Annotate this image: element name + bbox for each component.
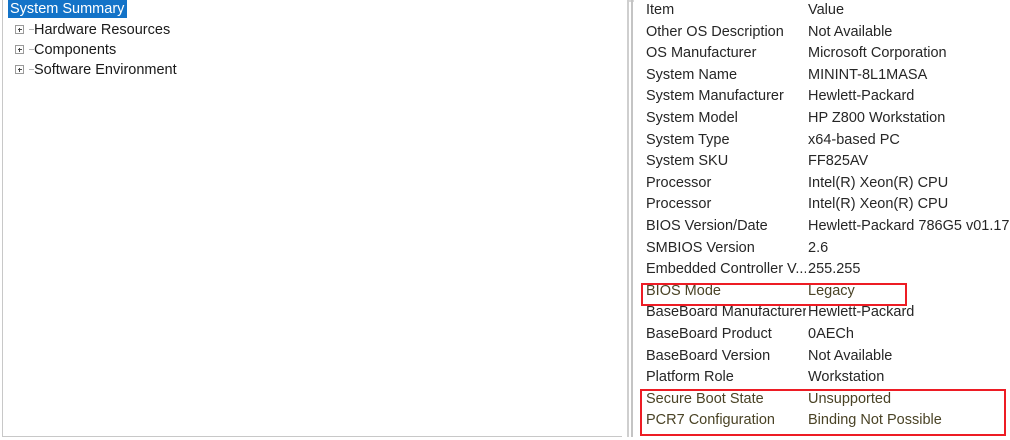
tree-item-label[interactable]: Components — [34, 42, 117, 59]
row-value: Not Available — [808, 23, 893, 40]
row-value: Not Available — [808, 347, 893, 364]
row-item-label: Embedded Controller V... — [646, 261, 806, 278]
row-item-label: SMBIOS Version — [646, 239, 755, 256]
splitter-cap — [627, 0, 634, 2]
row-value-primary: Intel(R) Xeon(R) CPU — [808, 174, 949, 191]
table-row[interactable]: Processor Intel(R) Xeon(R) CPUE5506 — [636, 173, 1010, 195]
row-value: FF825AV — [808, 153, 869, 170]
row-value: Intel(R) Xeon(R) CPUE5506 — [808, 173, 1010, 195]
row-value: Microsoft Corporation — [808, 45, 947, 62]
row-value: Intel(R) Xeon(R) CPUE5506 — [808, 194, 1010, 216]
plus-box-icon[interactable] — [15, 24, 24, 34]
tree-connector-line — [29, 28, 34, 30]
row-item-label: System SKU — [646, 153, 729, 170]
plus-box-icon[interactable] — [15, 44, 24, 54]
table-row[interactable]: System SKU FF825AV — [636, 151, 1010, 173]
row-value: Workstation — [808, 369, 885, 386]
row-value: 255.255 — [808, 261, 861, 278]
table-row[interactable]: BIOS Version/Date Hewlett-Packard 786G5 v… — [636, 216, 1010, 238]
splitter-line-right — [631, 0, 633, 437]
row-value: Hewlett-Packard — [808, 304, 915, 321]
table-row[interactable]: OS Manufacturer Microsoft Corporation — [636, 43, 1010, 65]
row-value: Unsupported — [808, 390, 892, 407]
table-row[interactable]: System Name MININT-8L1MASA — [636, 65, 1010, 87]
row-value: x64-based PC — [808, 131, 900, 148]
plus-box-icon[interactable] — [15, 64, 24, 74]
panel-splitter[interactable] — [622, 0, 636, 437]
row-item-label: Secure Boot State — [646, 390, 764, 407]
table-row[interactable]: Embedded Controller V...255.255 — [636, 259, 1010, 281]
table-row[interactable]: BIOS Mode Legacy — [636, 281, 1010, 303]
tree-connector-line — [29, 48, 34, 50]
tree-item-hardware-resources[interactable]: Hardware Resources — [3, 20, 622, 40]
tree-item-components[interactable]: Components — [3, 40, 622, 60]
tree-item-software-environment[interactable]: Software Environment — [3, 60, 622, 80]
row-item-label: BaseBoard Version — [646, 347, 771, 364]
row-item-label: Platform Role — [646, 369, 734, 386]
row-item-label: BIOS Mode — [646, 282, 721, 299]
table-row[interactable]: SMBIOS Version 2.6 — [636, 238, 1010, 260]
row-value: Legacy — [808, 282, 855, 299]
row-item-label: Processor — [646, 174, 712, 191]
row-item-label: BaseBoard Manufacturer — [646, 304, 806, 321]
tree-item-label[interactable]: System Summary — [8, 0, 128, 19]
table-row[interactable]: BaseBoard Product 0AECh — [636, 324, 1010, 346]
table-row[interactable]: Processor Intel(R) Xeon(R) CPUE5506 — [636, 194, 1010, 216]
row-item-label: System Manufacturer — [646, 88, 784, 105]
row-item-label: Other OS Description — [646, 23, 784, 40]
row-value: 2.6 — [808, 239, 829, 256]
table-row[interactable]: Other OS Description Not Available — [636, 22, 1010, 44]
row-item-label: PCR7 Configuration — [646, 412, 775, 429]
row-item-label: System Type — [646, 131, 730, 148]
row-value: Binding Not Possible — [808, 412, 942, 429]
table-row[interactable]: System Manufacturer Hewlett-Packard — [636, 86, 1010, 108]
row-item-label: System Model — [646, 109, 738, 126]
row-value: Hewlett-Packard 786G5 v01.17, 8/ — [808, 217, 1010, 234]
row-value: HP Z800 Workstation — [808, 109, 946, 126]
column-header-value[interactable]: Value — [808, 2, 845, 18]
row-item-label: System Name — [646, 66, 738, 83]
row-value: Hewlett-Packard — [808, 88, 915, 105]
table-row[interactable]: System Model HP Z800 Workstation — [636, 108, 1010, 130]
table-row[interactable]: Secure Boot State Unsupported — [636, 389, 1010, 411]
row-value: 0AECh — [808, 325, 854, 342]
table-row[interactable]: Platform Role Workstation — [636, 367, 1010, 389]
splitter-line-left — [627, 0, 629, 437]
row-item-label: OS Manufacturer — [646, 45, 757, 62]
row-item-label: BIOS Version/Date — [646, 217, 768, 234]
tree-item-system-summary[interactable]: System Summary — [3, 0, 622, 20]
table-row[interactable]: System Type x64-based PC — [636, 130, 1010, 152]
row-value: MININT-8L1MASA — [808, 66, 928, 83]
column-header-item[interactable]: Item — [646, 2, 675, 18]
row-item-label: Processor — [646, 196, 712, 213]
details-header-row: Item Value — [636, 0, 1010, 22]
row-item-label: BaseBoard Product — [646, 325, 772, 342]
tree-item-label[interactable]: Software Environment — [34, 62, 177, 79]
row-value-primary: Intel(R) Xeon(R) CPU — [808, 196, 949, 213]
table-row[interactable]: PCR7 Configuration Binding Not Possible — [636, 410, 1010, 432]
table-row[interactable]: BaseBoard Version Not Available — [636, 346, 1010, 368]
tree-item-label[interactable]: Hardware Resources — [34, 22, 171, 39]
tree-connector-line — [29, 68, 34, 70]
